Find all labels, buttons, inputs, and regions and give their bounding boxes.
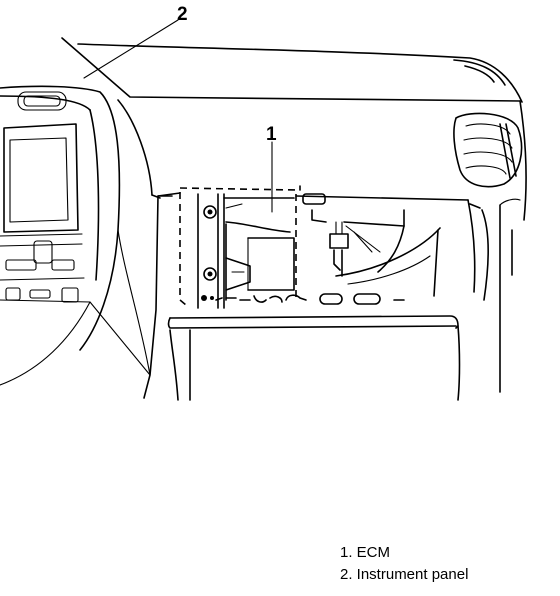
legend-item-instrument-panel: 2. Instrument panel	[340, 566, 469, 583]
panel-contour	[117, 99, 179, 401]
harness-connectors	[225, 185, 405, 305]
instrument-panel-outline	[61, 37, 527, 221]
relay-bracket	[302, 193, 441, 297]
callout-leaders	[83, 19, 273, 213]
glove-box-opening	[157, 192, 521, 401]
callout-2-number: 2	[177, 4, 188, 25]
air-vent	[453, 112, 523, 188]
ecm-unit	[179, 187, 297, 309]
legend: 1. ECM 2. Instrument panel	[340, 542, 550, 586]
center-console	[0, 85, 151, 386]
legend-item-ecm: 1. ECM	[340, 544, 391, 561]
callout-1-number: 1	[266, 124, 277, 145]
